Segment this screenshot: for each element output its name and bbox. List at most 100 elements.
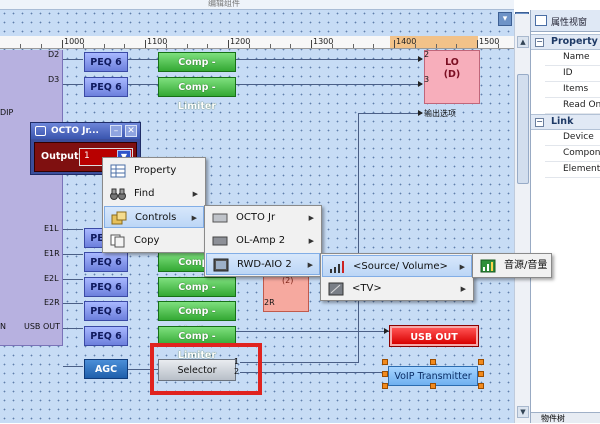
menu-item-controls[interactable]: Controls▶ <box>104 206 204 228</box>
comp-limiter-block[interactable]: Comp - Limiter <box>158 52 236 87</box>
submenu-arrow-icon: ▶ <box>192 190 198 198</box>
lo-title: LO <box>445 57 459 68</box>
property-row[interactable]: Name <box>545 50 600 66</box>
octo-window-title: OCTO Jr... <box>51 126 99 136</box>
submenu-arrow-icon: ▶ <box>460 285 466 293</box>
resize-handle[interactable] <box>478 383 484 389</box>
lo-output-block[interactable]: LO (D) <box>424 50 480 104</box>
property-row[interactable]: Read Only <box>545 98 600 114</box>
lo-port-label: 2 <box>424 50 430 59</box>
port-label: D3 <box>48 75 60 84</box>
lo-bottom-text: 输出选项 <box>424 109 456 118</box>
submenu-item-ol-amp[interactable]: OL-Amp 2▶ <box>206 230 320 252</box>
peq-block[interactable]: PEQ 6 <box>84 52 128 72</box>
top-title: 编辑组件 <box>208 0 240 8</box>
source-volume-submenu: 音源/音量 <box>472 253 552 278</box>
tv-icon <box>328 282 344 296</box>
menu-item-property[interactable]: Property <box>104 160 204 182</box>
output-select-value: 1 <box>84 151 90 161</box>
submenu-arrow-icon: ▶ <box>307 261 313 269</box>
port-label: D2 <box>48 50 60 59</box>
output-label: Output <box>41 151 79 162</box>
comp-limiter-block[interactable]: Comp - Limiter <box>158 277 236 312</box>
ruler-tick-label: 1500 <box>479 37 500 46</box>
menu-item-find[interactable]: Find▶ <box>104 183 204 205</box>
side-label: DIP <box>0 108 14 117</box>
selector-port: 2 <box>234 367 240 376</box>
minimize-icon[interactable]: – <box>110 125 122 137</box>
peq-block[interactable]: PEQ 6 <box>84 277 128 297</box>
ruler-tick-label: 1000 <box>64 37 85 46</box>
resize-handle[interactable] <box>478 371 484 377</box>
submenu-item-tv[interactable]: <TV>▶ <box>322 278 472 300</box>
collapse-icon[interactable]: − <box>535 37 544 47</box>
comp-limiter-block[interactable]: Comp - Limiter <box>158 301 236 336</box>
object-tree-tab[interactable]: 物件树 <box>531 412 600 423</box>
device-icon <box>212 213 228 223</box>
table-icon <box>110 164 126 178</box>
category-link[interactable]: −Link <box>531 114 600 130</box>
category-property[interactable]: −Property <box>531 34 600 50</box>
horizontal-ruler: 1000 1100 1200 1300 1400 1500 <box>0 36 514 49</box>
submenu-item-octo-jr[interactable]: OCTO Jr▶ <box>206 207 320 229</box>
resize-handle[interactable] <box>382 371 388 377</box>
peq-block[interactable]: PEQ 6 <box>84 252 128 272</box>
controls-submenu: OCTO Jr▶ OL-Amp 2▶ RWD-AIO 2▶ <box>204 205 322 277</box>
ruler-tick-label: 1200 <box>230 37 251 46</box>
property-row[interactable]: Element <box>545 162 600 178</box>
top-title-strip: 编辑组件 <box>0 0 514 10</box>
port-label: N <box>0 322 6 331</box>
ruler-tick-label: 1400 <box>396 37 417 46</box>
highlight-box <box>150 343 262 395</box>
property-row[interactable]: Items <box>545 82 600 98</box>
property-row[interactable]: Component <box>545 146 600 162</box>
scroll-down-icon[interactable]: ▼ <box>517 406 529 418</box>
submenu-arrow-icon: ▶ <box>308 237 314 245</box>
peq-block[interactable]: PEQ 6 <box>84 301 128 321</box>
property-panel-title: 属性视窗 <box>531 10 600 32</box>
port-label: E1L <box>44 224 59 233</box>
chevron-down-icon[interactable]: ▾ <box>498 12 512 26</box>
chart-icon <box>480 259 496 273</box>
resize-handle[interactable] <box>382 359 388 365</box>
selector-block[interactable]: Selector <box>158 359 236 381</box>
submenu-item-source-volume-cn[interactable]: 音源/音量 <box>474 255 550 277</box>
ruler-tick-label: 1100 <box>147 37 168 46</box>
scroll-up-icon[interactable]: ▲ <box>517 36 529 48</box>
menu-item-copy[interactable]: Copy <box>104 230 204 252</box>
controls-icon <box>111 211 127 225</box>
submenu-arrow-icon: ▶ <box>308 214 314 222</box>
device-icon <box>213 258 229 272</box>
resize-handle[interactable] <box>478 359 484 365</box>
peq-block[interactable]: PEQ 6 <box>84 77 128 97</box>
usb-out-block[interactable]: USB OUT <box>389 325 479 347</box>
close-icon[interactable]: ✕ <box>125 125 137 137</box>
collapse-icon[interactable]: − <box>535 117 544 127</box>
vertical-scrollbar[interactable]: ▲ ▼ <box>514 14 530 423</box>
port-label: USB OUT <box>24 322 61 331</box>
resize-handle[interactable] <box>430 383 436 389</box>
properties-icon <box>535 15 547 26</box>
port-label-2r: 2R <box>264 298 275 307</box>
property-row[interactable]: Device <box>545 130 600 146</box>
device-icon <box>212 236 228 246</box>
comp-limiter-block[interactable]: Comp - Limiter <box>158 77 236 112</box>
resize-handle[interactable] <box>430 359 436 365</box>
port-label: E1R <box>44 249 60 258</box>
submenu-item-rwd-aio[interactable]: RWD-AIO 2▶ <box>206 253 320 275</box>
property-row[interactable]: ID <box>545 66 600 82</box>
panel-title-text: 属性视窗 <box>551 18 588 28</box>
selector-port: 1 <box>234 357 240 366</box>
octo-window-titlebar[interactable]: OCTO Jr... <box>31 123 140 139</box>
peq-block[interactable]: PEQ 6 <box>84 326 128 346</box>
scroll-thumb[interactable] <box>517 74 529 184</box>
pink-block-label: (2) <box>282 276 294 285</box>
device-block-left[interactable] <box>0 50 63 346</box>
binoculars-icon <box>110 188 126 200</box>
resize-handle[interactable] <box>382 383 388 389</box>
lo-port-label: 3 <box>424 75 430 84</box>
agc-block[interactable]: AGC <box>84 359 128 379</box>
submenu-item-source-volume[interactable]: <Source/ Volume>▶ <box>322 255 472 277</box>
octo-jr-window[interactable]: OCTO Jr... – ✕ Output 1 ▼ <box>30 122 141 175</box>
submenu-arrow-icon: ▶ <box>459 263 465 271</box>
